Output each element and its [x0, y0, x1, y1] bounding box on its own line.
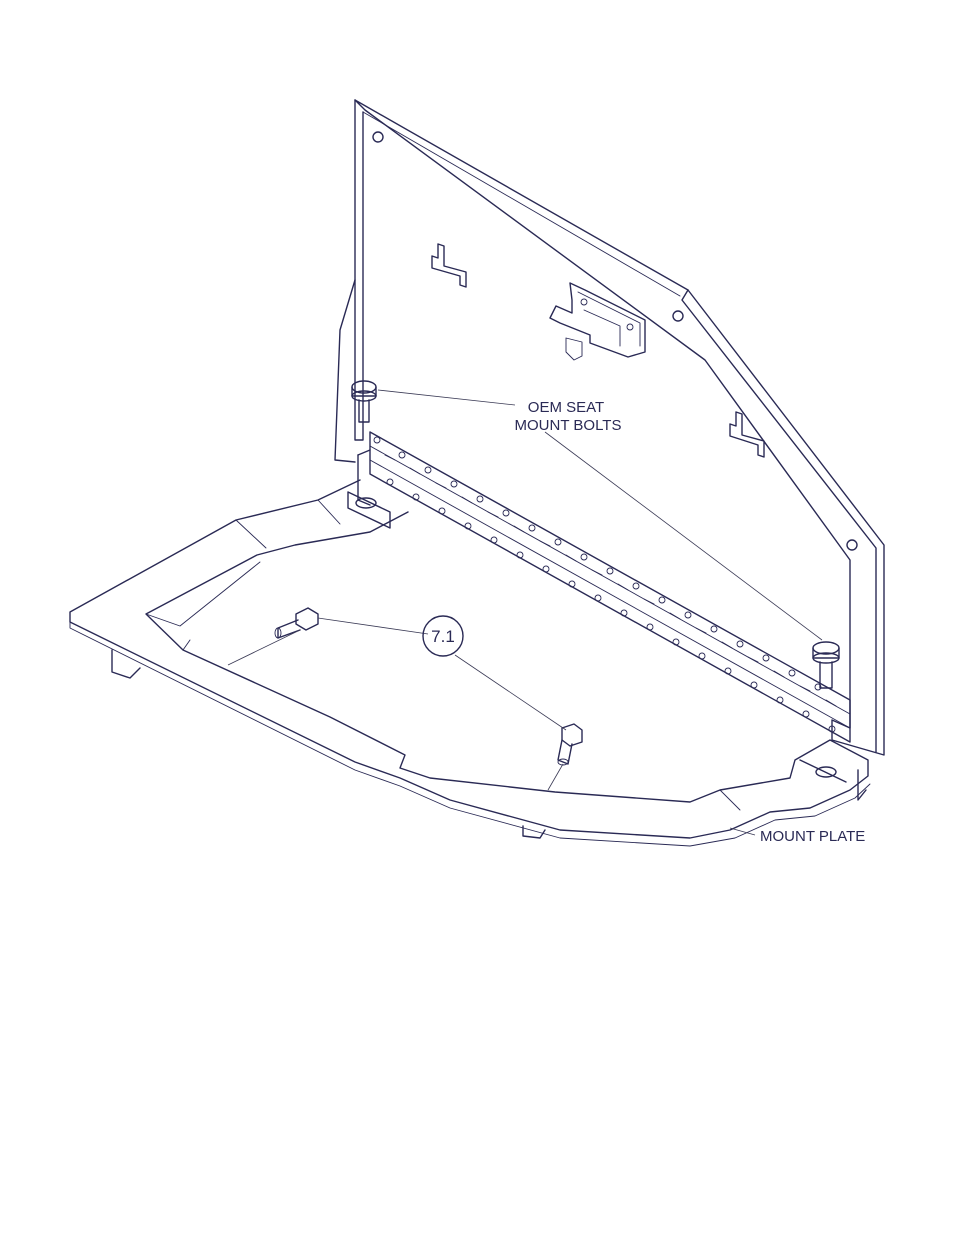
callout-number: 7.1: [431, 627, 455, 646]
bolt-7-1-lower: [558, 724, 582, 765]
piano-hinge: [358, 432, 850, 742]
bolt-7-1-upper: [275, 608, 318, 638]
mount-plate: [70, 480, 870, 846]
label-mount-plate: MOUNT PLATE: [760, 828, 865, 845]
leader-lines: [228, 390, 822, 835]
label-oem-seat: OEM SEAT: [528, 399, 604, 416]
label-mount-bolts: MOUNT BOLTS: [515, 417, 622, 434]
